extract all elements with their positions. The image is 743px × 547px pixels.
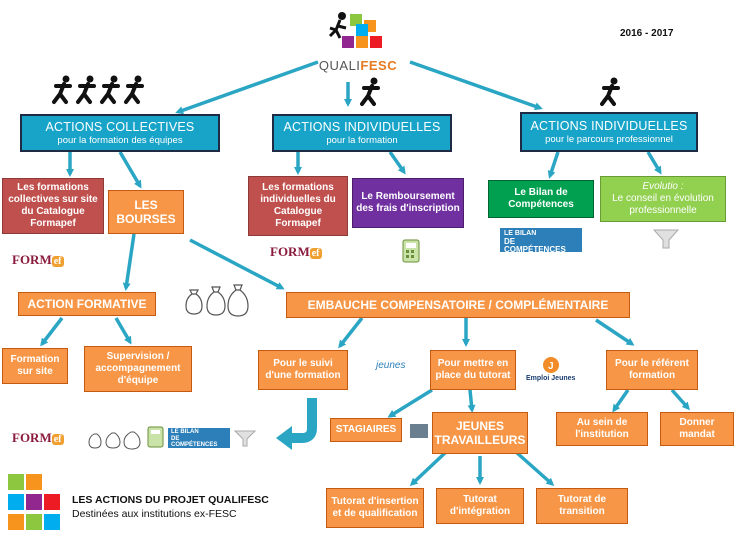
actions-individuelles-formation-box: ACTIONS INDIVIDUELLES pour la formation <box>272 114 452 152</box>
logo-text-right: FESC <box>360 58 398 73</box>
bilan-logo: LE BILAN DE COMPÉTENCES <box>168 428 230 448</box>
logo-text-left: QUALI <box>318 58 361 73</box>
svg-text:J: J <box>548 361 554 372</box>
return-arrow-head <box>276 426 292 450</box>
arrow-to-remboursement <box>388 150 406 175</box>
emploi-jeunes-icon: J <box>543 357 559 373</box>
actions-individuelles-parcours-box: ACTIONS INDIVIDUELLES pour le parcours p… <box>520 112 698 152</box>
evolutio-title: Evolutio : <box>642 181 684 193</box>
actions-individuelles-formation-subtitle: pour la formation <box>326 134 398 146</box>
formapef-logo-suffix: ef <box>309 248 322 259</box>
arrow-to-suivi <box>338 316 364 349</box>
logo-icon <box>328 12 382 48</box>
return-arrow <box>290 398 317 443</box>
connector-block <box>410 424 428 438</box>
actions-collectives-title: ACTIONS COLLECTIVES <box>45 120 195 135</box>
cubes-logo-icon <box>8 474 60 530</box>
qualifesc-logo: QUALIFESC <box>316 6 400 76</box>
formapef-logo-text: FORM <box>12 430 52 445</box>
bilan-logo-line1: LE BILAN <box>171 429 199 435</box>
bilan-logo-line2: DE COMPÉTENCES <box>171 435 218 449</box>
funnel-icon <box>234 430 256 447</box>
money-bags-icon <box>88 431 141 450</box>
formapef-logo-suffix: ef <box>51 434 64 445</box>
actions-collectives-subtitle: pour la formation des équipes <box>57 134 183 146</box>
formations-individuelles-box: Les formations individuelles du Catalogu… <box>248 176 348 236</box>
bourses-box: LES BOURSES <box>108 190 184 234</box>
bilan-logo-line2: DE COMPÉTENCES <box>504 236 566 255</box>
arrow-logo-collectives <box>175 60 319 115</box>
logo-text: QUALIFESC <box>316 58 400 73</box>
bilan-logo-line1: LE BILAN <box>504 230 537 237</box>
remboursement-box: Le Remboursement des frais d'inscription <box>352 178 464 228</box>
suivi-box: Pour le suivi d'une formation <box>258 350 348 390</box>
arrow-to-embauche <box>189 238 285 290</box>
calculator-icon <box>402 239 420 263</box>
tutorat-box: Pour mettre en place du tutorat <box>430 350 516 390</box>
year-label: 2016 - 2017 <box>620 28 674 39</box>
actions-individuelles-parcours-subtitle: pour le parcours professionnel <box>545 133 673 145</box>
runner-icon <box>600 77 620 106</box>
emploi-jeunes-text: Emploi Jeunes <box>526 375 576 382</box>
formapef-logo-suffix: ef <box>51 256 64 267</box>
arrow-to-referent <box>595 318 635 346</box>
evolutio-text: Le conseil en évolution professionnelle <box>612 193 714 216</box>
referent-box: Pour le référent formation <box>606 350 698 390</box>
formations-collectives-box: Les formations collectives sur site du C… <box>2 178 104 234</box>
runner-icon <box>360 77 380 106</box>
money-bags-icon <box>185 284 249 317</box>
bilan-logo: LE BILAN DE COMPÉTENCES <box>500 228 582 254</box>
formapef-logo-text: FORM <box>270 244 310 259</box>
arrow-to-institution <box>612 388 630 413</box>
arrow-to-action-formative <box>122 233 136 291</box>
arrow-to-evolutio <box>646 151 662 175</box>
arrow-to-mandat <box>670 388 690 411</box>
jeunes-logo: jeunes <box>376 360 406 371</box>
calculator-icon <box>147 426 164 448</box>
formapef-logo-text: FORM <box>12 252 52 267</box>
arrow-to-formation-sur-site <box>40 316 64 347</box>
arrow-to-bilan <box>547 151 560 179</box>
tutorat-integration-box: Tutorat d'intégration <box>436 488 524 524</box>
arrow-to-transition <box>514 450 555 486</box>
funnel-icon <box>652 229 680 249</box>
tutorat-transition-box: Tutorat de transition <box>536 488 628 524</box>
emploi-jeunes-logo: J Emploi Jeunes <box>526 356 576 386</box>
supervision-box: Supervision / accompagnement d'équipe <box>84 346 192 392</box>
institution-box: Au sein de l'institution <box>556 412 648 446</box>
footer-subtitle: Destinées aux institutions ex-FESC <box>72 508 237 520</box>
embauche-box: EMBAUCHE COMPENSATOIRE / COMPLÉMENTAIRE <box>286 292 630 318</box>
arrow-logo-parcours <box>409 60 543 111</box>
mandat-box: Donner mandat <box>660 412 734 446</box>
bilan-box: Le Bilan de Compétences <box>488 180 594 218</box>
four-runners-icon <box>52 75 144 104</box>
tutorat-insertion-box: Tutorat d'insertion et de qualification <box>326 488 424 528</box>
stagiaires-box: STAGIAIRES <box>330 418 402 442</box>
jeunes-travailleurs-box: JEUNES TRAVAILLEURS <box>432 412 528 454</box>
actions-collectives-box: ACTIONS COLLECTIVES pour la formation de… <box>20 114 220 152</box>
actions-individuelles-parcours-title: ACTIONS INDIVIDUELLES <box>530 119 688 134</box>
arrow-to-jeunes-travailleurs <box>467 389 476 413</box>
footer-title: LES ACTIONS DU PROJET QUALIFESC <box>72 494 269 506</box>
arrow-to-bourses <box>118 151 142 189</box>
actions-individuelles-formation-title: ACTIONS INDIVIDUELLES <box>283 120 441 135</box>
arrow-to-supervision <box>114 317 132 345</box>
evolutio-box: Evolutio : Le conseil en évolution profe… <box>600 176 726 222</box>
formation-sur-site-box: Formation sur site <box>2 348 68 384</box>
action-formative-box: ACTION FORMATIVE <box>18 292 156 316</box>
arrow-to-stagiaires <box>387 388 433 418</box>
arrow-to-insertion <box>409 450 448 487</box>
